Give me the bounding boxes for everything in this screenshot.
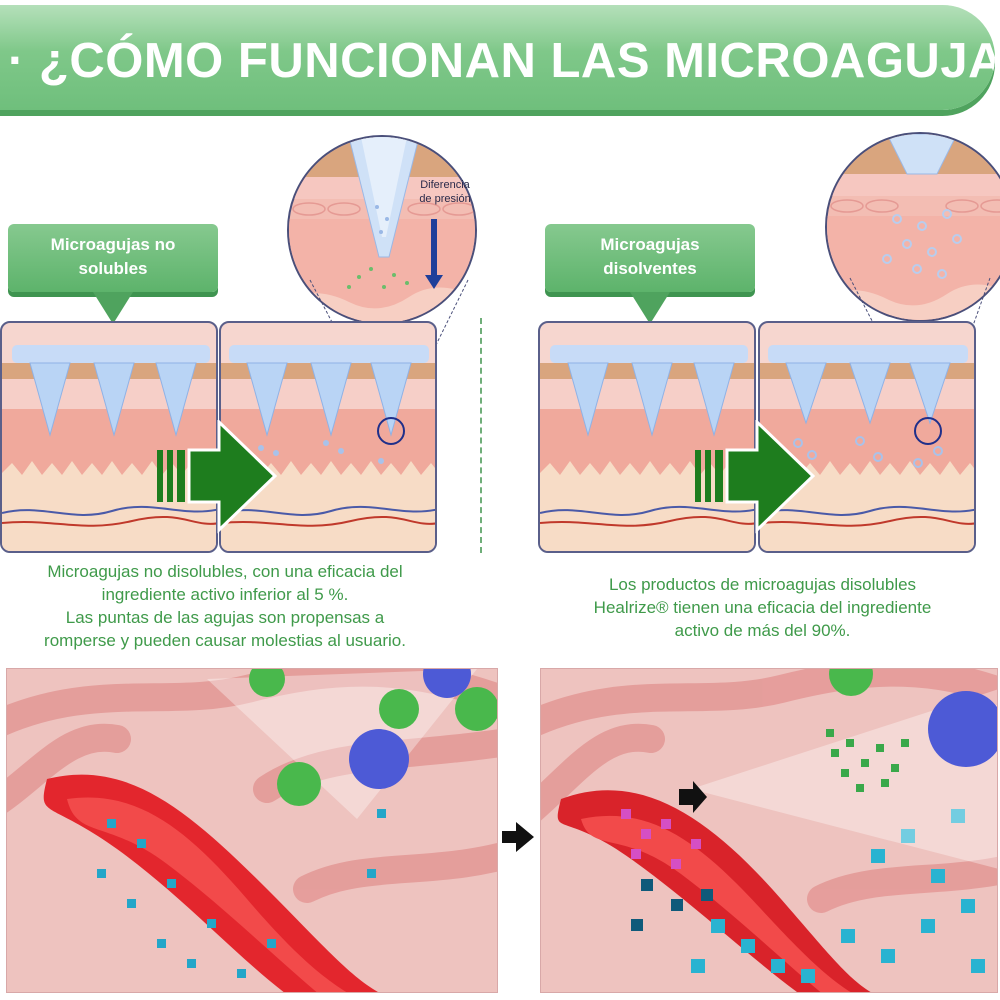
callout-non-soluble: Microagujas no solubles [8, 224, 218, 324]
skin-panel-before-left [0, 321, 218, 553]
description-line-3: Las puntas de las agujas son propensas a [65, 608, 385, 627]
skin-panel-after-right [758, 321, 976, 553]
section-divider [480, 318, 482, 553]
description-non-soluble: Microagujas no disolubles, con una efica… [0, 560, 450, 652]
callout-line-1: Microagujas [600, 235, 700, 254]
description-dissolving: Los productos de microagujas disolubles … [540, 573, 985, 642]
callout-pointer [93, 292, 133, 324]
description-line-2: Healrize® tienen una eficacia del ingred… [593, 598, 932, 617]
green-right-arrow-icon [157, 420, 278, 534]
callout-line-2: disolventes [603, 259, 697, 278]
title-banner: · ¿CÓMO FUNCIONAN LAS MICROAGUJAS? [0, 5, 995, 110]
description-line-4: romperse y pueden causar molestias al us… [44, 631, 406, 650]
green-right-arrow-icon [695, 420, 816, 534]
description-line-3: activo de más del 90%. [674, 621, 851, 640]
description-line-1: Los productos de microagujas disolubles [608, 575, 917, 594]
description-line-2: ingrediente activo inferior al 5 %. [101, 585, 349, 604]
callout-line-2: solubles [78, 259, 148, 278]
magnifier-dissolving [825, 132, 1000, 322]
callout-pointer [630, 292, 670, 324]
magnifier-non-soluble [287, 135, 477, 325]
illustration-blood-vessel-before [6, 668, 498, 993]
callout-line-1: Microagujas no [50, 235, 176, 254]
page-title: · ¿CÓMO FUNCIONAN LAS MICROAGUJAS? [8, 34, 995, 88]
description-line-1: Microagujas no disolubles, con una efica… [47, 562, 403, 581]
pressure-line-1: Diferencia [420, 179, 470, 191]
black-right-arrow-icon [502, 822, 534, 852]
pressure-label: Diferencia de presión [410, 178, 480, 206]
pressure-line-2: de presión [419, 193, 471, 205]
illustration-blood-vessel-after [540, 668, 998, 993]
callout-dissolving: Microagujas disolventes [545, 224, 755, 324]
banner-sheen [0, 5, 995, 51]
